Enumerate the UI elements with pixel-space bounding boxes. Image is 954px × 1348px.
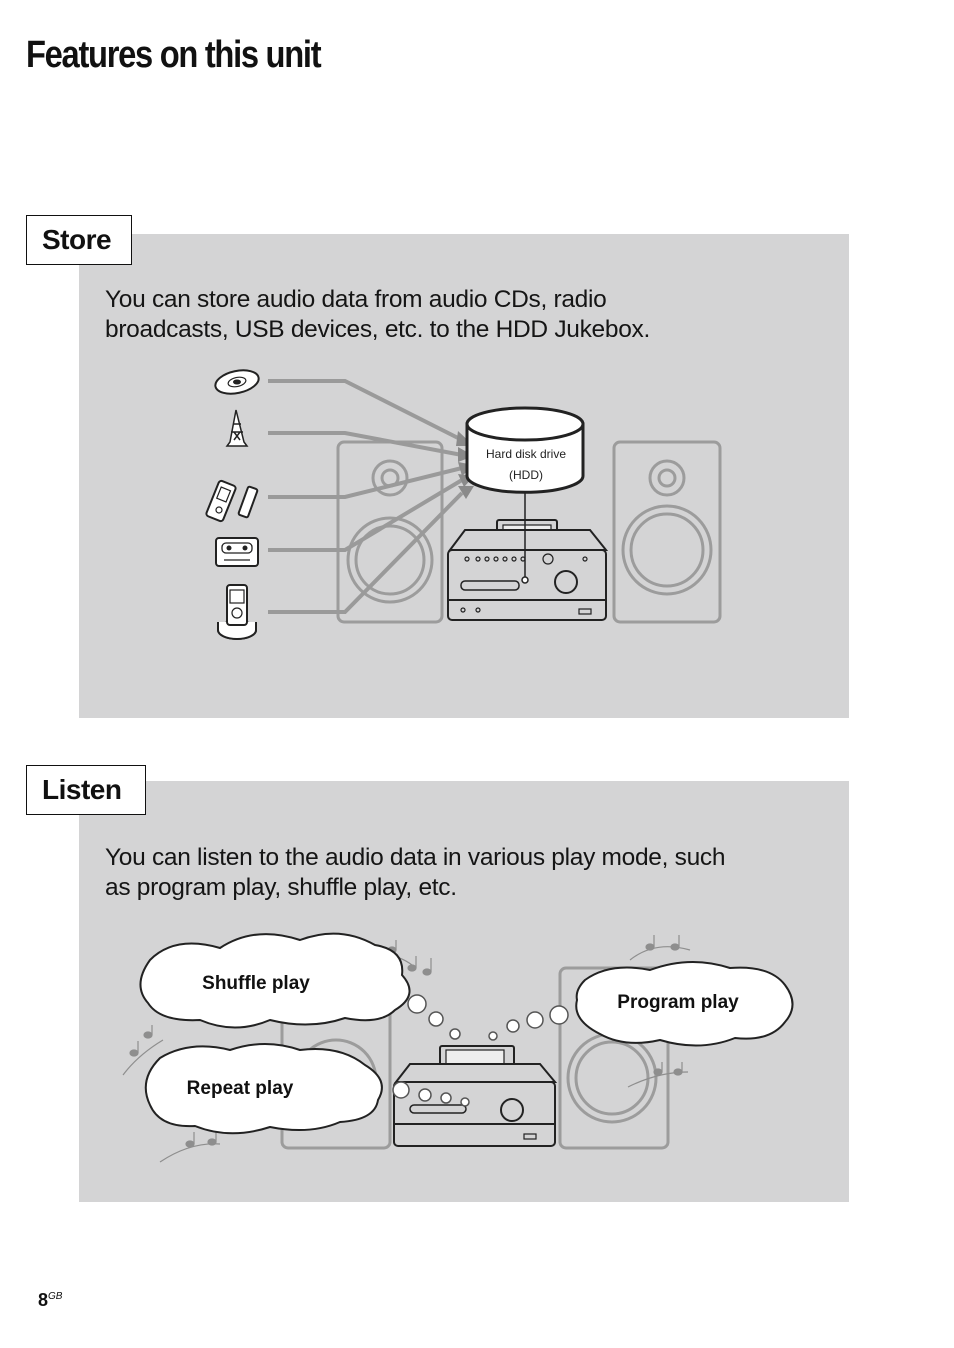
radio-tower-icon (225, 409, 249, 447)
music-notes-icon (122, 935, 691, 1163)
page-number-value: 8 (38, 1290, 49, 1310)
listen-description: You can listen to the audio data in vari… (105, 843, 835, 903)
hdd-cylinder (465, 406, 585, 584)
program-play-label: Program play (617, 992, 739, 1013)
cassette-icon (215, 537, 259, 567)
store-description-line1: You can store audio data from audio CDs,… (105, 286, 607, 313)
program-cloud (575, 961, 794, 1047)
repeat-play-label: Repeat play (187, 1078, 294, 1099)
store-description: You can store audio data from audio CDs,… (105, 285, 835, 345)
listen-description-line1: You can listen to the audio data in vari… (105, 844, 726, 871)
store-heading: Store (26, 215, 132, 265)
page-number: 8GB (38, 1290, 62, 1311)
listen-description-line2: as program play, shuffle play, etc. (105, 874, 457, 901)
listen-jukebox-unit (393, 1045, 558, 1147)
portable-player-icon (217, 584, 257, 640)
bubble-dots (392, 994, 569, 1107)
listen-heading: Listen (26, 765, 146, 815)
repeat-cloud (144, 1043, 383, 1135)
usb-device-icon (205, 479, 259, 523)
hdd-jukebox-unit (447, 519, 609, 621)
page-number-suffix: GB (48, 1291, 63, 1302)
hdd-label-line1: Hard disk drive (486, 447, 566, 461)
shuffle-cloud (139, 932, 411, 1029)
page-title: Features on this unit (26, 34, 322, 76)
source-arrows (268, 379, 464, 614)
hdd-label-line2: (HDD) (509, 468, 543, 482)
shuffle-play-label: Shuffle play (202, 973, 310, 994)
store-description-line2: broadcasts, USB devices, etc. to the HDD… (105, 316, 650, 343)
right-speaker (612, 440, 722, 624)
cd-icon (214, 369, 260, 395)
